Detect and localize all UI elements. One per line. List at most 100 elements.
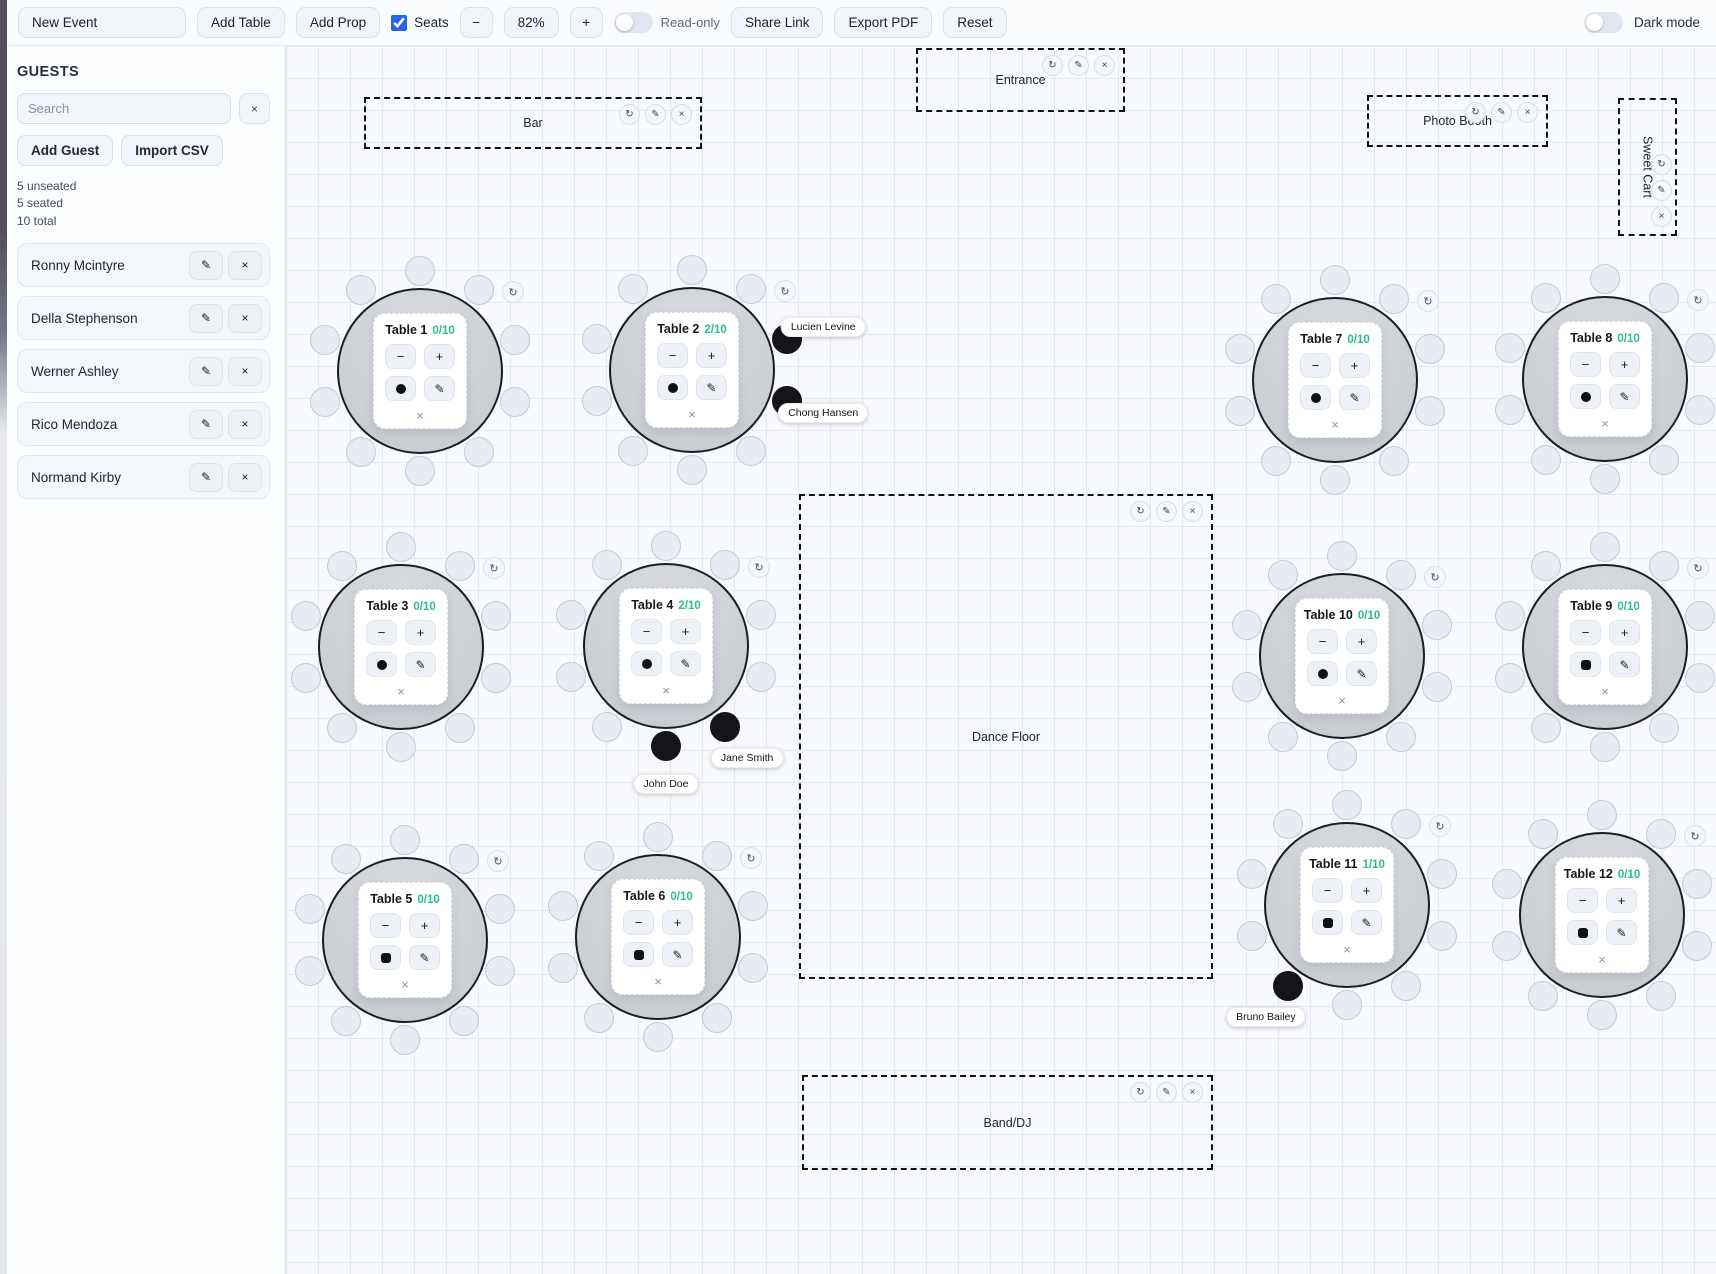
- clear-search-button[interactable]: ×: [239, 93, 270, 124]
- delete-table-button[interactable]: ×: [653, 974, 663, 989]
- edit-table-button[interactable]: ✎: [1606, 920, 1637, 945]
- table-shape-button[interactable]: [366, 652, 397, 677]
- seat[interactable]: [1327, 541, 1357, 571]
- seat[interactable]: [1494, 394, 1525, 425]
- remove-seat-button[interactable]: −: [370, 913, 401, 938]
- event-name-input[interactable]: [18, 7, 186, 38]
- seat[interactable]: [738, 891, 769, 922]
- seat[interactable]: [735, 274, 766, 305]
- table-shape-button[interactable]: [1312, 910, 1343, 935]
- search-input[interactable]: [17, 93, 231, 124]
- seat[interactable]: [746, 600, 777, 631]
- seat[interactable]: [651, 531, 681, 561]
- seat[interactable]: [386, 532, 416, 562]
- rotate-table-button[interactable]: ↻: [487, 850, 509, 872]
- table-shape-button[interactable]: [370, 945, 401, 970]
- rotate-table-button[interactable]: ↻: [1687, 289, 1709, 311]
- seat[interactable]: [1261, 445, 1292, 476]
- seat[interactable]: [677, 455, 707, 485]
- prop-photo-booth[interactable]: Photo Booth ↻ ✎ ×: [1367, 95, 1548, 147]
- seat[interactable]: [1332, 790, 1362, 820]
- seat[interactable]: [1236, 859, 1267, 890]
- guest-item-della-stephenson[interactable]: Della Stephenson ✎ ×: [17, 296, 270, 341]
- seat[interactable]: [1531, 712, 1562, 743]
- remove-seat-button[interactable]: −: [366, 620, 397, 645]
- remove-seat-button[interactable]: −: [1300, 353, 1331, 378]
- seat[interactable]: [1645, 819, 1676, 850]
- add-seat-button[interactable]: +: [662, 910, 693, 935]
- add-table-button[interactable]: Add Table: [197, 7, 285, 38]
- delete-table-button[interactable]: ×: [1600, 416, 1610, 431]
- seat[interactable]: [1385, 560, 1416, 591]
- prop-sweet-cart[interactable]: Sweet Cart ↻ ✎ ×: [1618, 98, 1677, 236]
- table-shape-button[interactable]: [631, 651, 662, 676]
- seat[interactable]: [618, 435, 649, 466]
- seat[interactable]: [709, 550, 740, 581]
- prop-dance-floor[interactable]: Dance Floor ↻ ✎ ×: [799, 494, 1213, 979]
- seat[interactable]: [1390, 970, 1421, 1001]
- edit-table-button[interactable]: ✎: [1339, 385, 1370, 410]
- seat[interactable]: [1224, 395, 1255, 426]
- rotate-table-button[interactable]: ↻: [1684, 825, 1706, 847]
- seat[interactable]: [1648, 551, 1679, 582]
- seat[interactable]: [1422, 671, 1453, 702]
- floor-plan-canvas[interactable]: Bar ↻ ✎ × Entrance ↻ ✎ × P: [286, 46, 1716, 1274]
- edit-prop-button[interactable]: ✎: [1156, 501, 1177, 522]
- add-seat-button[interactable]: +: [696, 343, 727, 368]
- remove-seat-button[interactable]: −: [657, 343, 688, 368]
- delete-table-button[interactable]: ×: [415, 408, 425, 423]
- seat[interactable]: [331, 844, 362, 875]
- seat[interactable]: [701, 1002, 732, 1033]
- seat[interactable]: [463, 275, 494, 306]
- seat[interactable]: [701, 841, 732, 872]
- seat[interactable]: [547, 952, 578, 983]
- rotate-table-button[interactable]: ↻: [774, 280, 796, 302]
- seat-occupied[interactable]: [651, 731, 681, 761]
- seat[interactable]: [1590, 464, 1620, 494]
- seat[interactable]: [1422, 610, 1453, 641]
- seat[interactable]: [618, 274, 649, 305]
- seat[interactable]: [1587, 1000, 1617, 1030]
- seat[interactable]: [294, 894, 325, 925]
- import-csv-button[interactable]: Import CSV: [121, 135, 223, 166]
- delete-prop-button[interactable]: ×: [671, 104, 692, 125]
- edit-guest-button[interactable]: ✎: [189, 409, 223, 439]
- seat[interactable]: [1236, 920, 1267, 951]
- edit-table-button[interactable]: ✎: [662, 942, 693, 967]
- edit-prop-button[interactable]: ✎: [1491, 102, 1512, 123]
- seat[interactable]: [1491, 930, 1522, 961]
- seat[interactable]: [1685, 394, 1716, 425]
- seat[interactable]: [547, 891, 578, 922]
- seat[interactable]: [309, 325, 340, 356]
- seat[interactable]: [1682, 869, 1713, 900]
- edit-table-button[interactable]: ✎: [1351, 910, 1382, 935]
- edit-prop-button[interactable]: ✎: [1156, 1082, 1177, 1103]
- rotate-table-button[interactable]: ↻: [1417, 290, 1439, 312]
- rotate-prop-button[interactable]: ↻: [1130, 501, 1151, 522]
- remove-seat-button[interactable]: −: [1570, 620, 1601, 645]
- delete-guest-button[interactable]: ×: [228, 409, 262, 439]
- rotate-table-button[interactable]: ↻: [740, 847, 762, 869]
- seat[interactable]: [1531, 444, 1562, 475]
- add-seat-button[interactable]: +: [409, 913, 440, 938]
- share-link-button[interactable]: Share Link: [730, 7, 824, 38]
- seat[interactable]: [1268, 721, 1299, 752]
- seat[interactable]: [592, 711, 623, 742]
- seat[interactable]: [1378, 445, 1409, 476]
- delete-table-button[interactable]: ×: [1342, 942, 1352, 957]
- add-prop-button[interactable]: Add Prop: [295, 7, 381, 38]
- zoom-in-button[interactable]: +: [569, 7, 603, 38]
- delete-table-button[interactable]: ×: [400, 977, 410, 992]
- seat[interactable]: [1645, 980, 1676, 1011]
- seat[interactable]: [481, 601, 512, 632]
- seat[interactable]: [1385, 721, 1416, 752]
- guest-item-werner-ashley[interactable]: Werner Ashley ✎ ×: [17, 349, 270, 394]
- seat[interactable]: [555, 661, 586, 692]
- guest-item-normand-kirby[interactable]: Normand Kirby ✎ ×: [17, 455, 270, 500]
- seat-occupied[interactable]: [1273, 970, 1304, 1001]
- delete-table-button[interactable]: ×: [396, 684, 406, 699]
- delete-prop-button[interactable]: ×: [1182, 1082, 1203, 1103]
- table-shape-button[interactable]: [1570, 384, 1601, 409]
- seat[interactable]: [1390, 809, 1421, 840]
- rotate-table-button[interactable]: ↻: [748, 556, 770, 578]
